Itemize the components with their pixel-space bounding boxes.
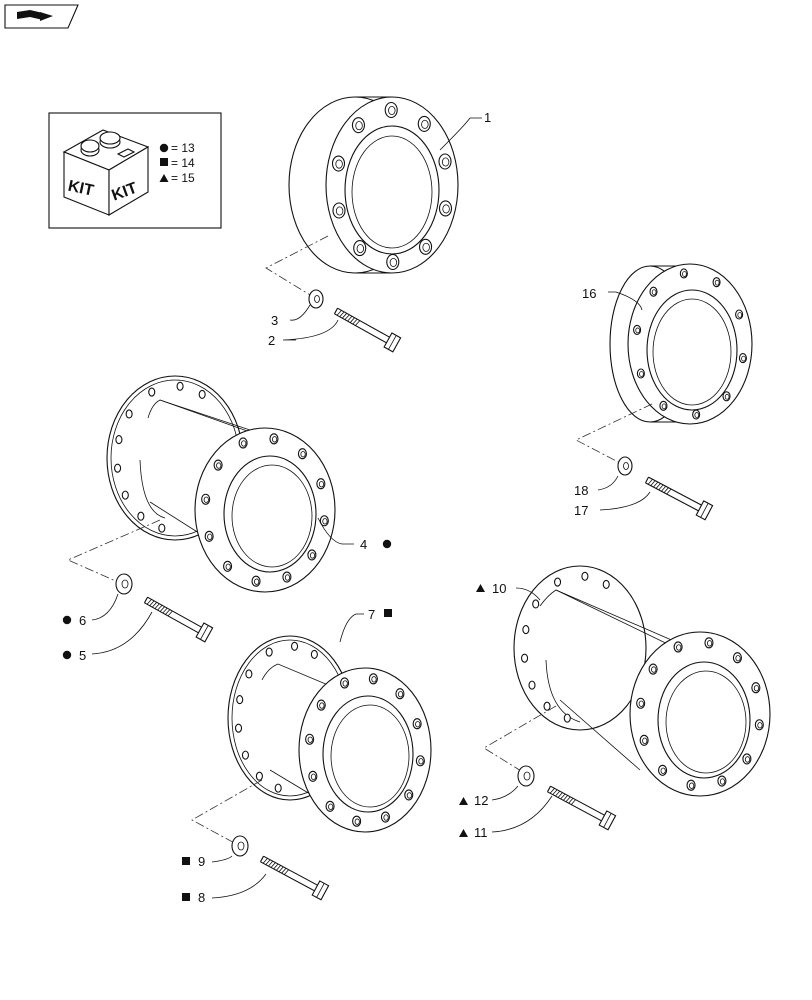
bolt-hole <box>563 713 571 723</box>
washer-9 <box>231 835 249 857</box>
kit-legend: KIT KIT = 13 = 14 = 15 <box>48 112 222 229</box>
bolt-hole <box>290 641 299 651</box>
kit-legend-row-circle: = 13 <box>159 141 195 155</box>
triangle-symbol-icon <box>476 584 485 592</box>
bolt-hole <box>148 387 156 397</box>
leader-lines <box>91 117 651 899</box>
callout-18: 18 <box>574 483 588 498</box>
kit-legend-circle-text: = 13 <box>171 141 195 155</box>
bolt-hole <box>198 389 206 399</box>
bolt-hole <box>114 463 122 473</box>
washer-18 <box>617 456 633 476</box>
bolt-2 <box>333 307 402 353</box>
kit-legend-row-square: = 14 <box>160 156 195 170</box>
part-16-flange-ring <box>609 263 753 425</box>
callout-10: 10 <box>492 581 506 596</box>
callout-2: 2 <box>268 333 275 348</box>
bolt-hole <box>554 577 562 587</box>
bolt-hole <box>528 680 536 690</box>
part-1-hub-ring <box>288 96 459 274</box>
bolt-hole <box>245 669 253 679</box>
bolt-hole <box>176 381 184 391</box>
bolt-11 <box>547 785 617 831</box>
square-symbol-icon <box>182 857 190 865</box>
callout-17: 17 <box>574 503 588 518</box>
corner-tab[interactable] <box>4 4 79 29</box>
bolt-5 <box>143 596 214 643</box>
book-arrow-icon <box>17 10 53 21</box>
part-4-spacer <box>106 375 336 593</box>
washer-3 <box>308 289 324 309</box>
bolt-hole <box>115 435 123 445</box>
part-7-spacer <box>227 635 432 833</box>
callout-9: 9 <box>198 854 205 869</box>
square-symbol-icon <box>160 158 168 166</box>
bolt-17 <box>645 476 714 521</box>
part-10-spacer <box>513 565 771 797</box>
callout-7: 7 <box>368 607 375 622</box>
bolt-8 <box>260 855 330 901</box>
bolt-hole <box>521 653 529 663</box>
bolt-hole <box>158 523 166 533</box>
kit-legend-triangle-text: = 15 <box>171 171 195 185</box>
bolt-hole <box>255 771 263 781</box>
bolt-hole <box>581 571 589 581</box>
kit-label-left: KIT <box>66 178 95 200</box>
triangle-symbol-icon <box>459 797 468 805</box>
washers <box>115 289 633 857</box>
triangle-symbol-icon <box>159 174 169 182</box>
bolt-hole <box>274 783 282 793</box>
washer-12 <box>517 765 535 787</box>
washer-6 <box>115 573 133 595</box>
bolt-hole <box>236 695 244 705</box>
bolt-hole <box>532 599 540 609</box>
callout-4: 4 <box>360 537 367 552</box>
circle-symbol-icon <box>382 539 392 549</box>
callout-8: 8 <box>198 890 205 905</box>
center-lines <box>67 235 653 847</box>
callout-11: 11 <box>474 825 488 840</box>
bolt-hole <box>234 723 243 733</box>
callout-3: 3 <box>271 313 278 328</box>
bolt-hole <box>602 579 610 589</box>
callout-16: 16 <box>582 286 596 301</box>
bolt-hole <box>543 701 551 711</box>
bolt-hole <box>121 490 129 500</box>
bolt-hole <box>137 511 145 521</box>
callout-12: 12 <box>474 793 488 808</box>
callout-labels: 1 2 3 16 18 17 4 6 5 7 9 8 10 12 11 <box>62 110 596 905</box>
square-symbol-icon <box>384 609 392 617</box>
circle-symbol-icon <box>62 615 72 625</box>
kit-legend-square-text: = 14 <box>171 156 195 170</box>
bolt-hole <box>125 409 133 419</box>
callout-1: 1 <box>484 110 491 125</box>
kit-legend-row-triangle: = 15 <box>159 171 195 185</box>
callout-5: 5 <box>79 648 86 663</box>
callout-6: 6 <box>79 613 86 628</box>
circle-symbol-icon <box>62 650 72 660</box>
bolt-hole <box>310 649 318 659</box>
bolt-hole <box>241 750 249 760</box>
bolt-hole <box>265 647 273 657</box>
bolt-hole <box>522 625 530 635</box>
circle-symbol-icon <box>159 143 169 153</box>
triangle-symbol-icon <box>459 829 468 837</box>
kit-box-icon: KIT KIT <box>62 129 150 216</box>
square-symbol-icon <box>182 893 190 901</box>
bolts <box>143 307 714 901</box>
